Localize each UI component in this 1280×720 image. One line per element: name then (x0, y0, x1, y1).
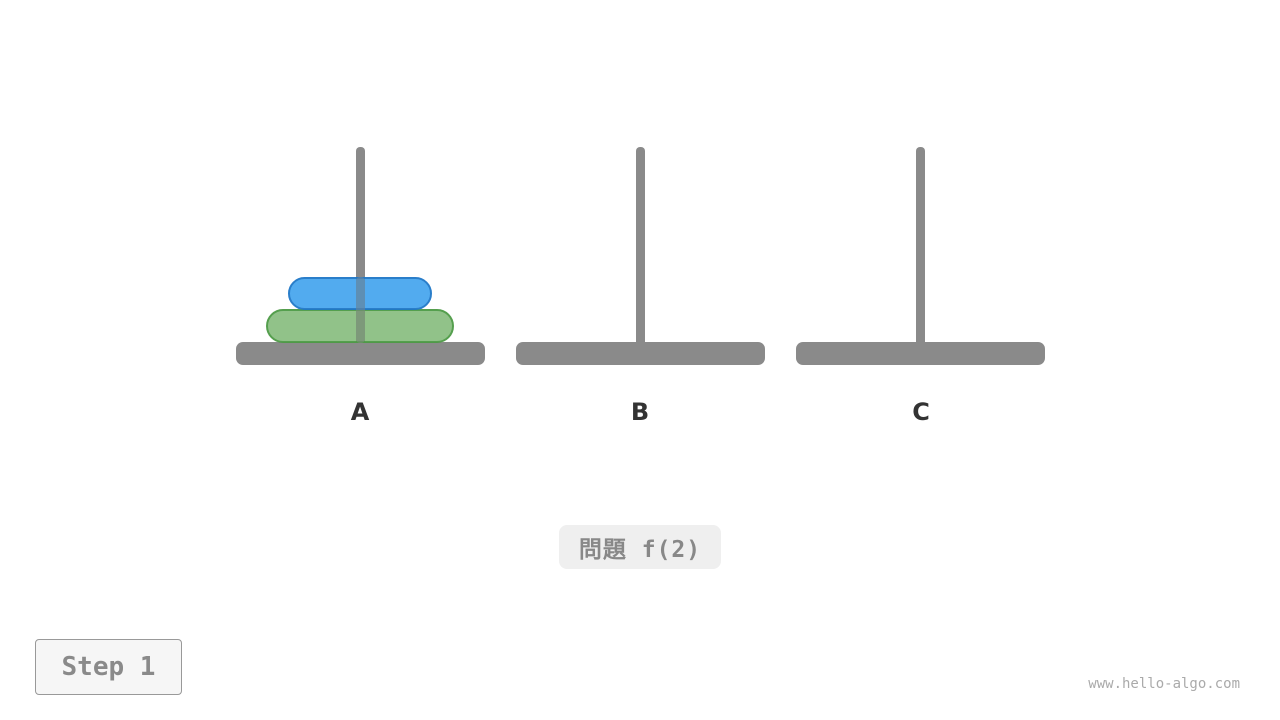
peg-a-label: A (350, 398, 370, 426)
peg-b-label: B (630, 398, 650, 426)
peg-c-label: C (912, 398, 930, 426)
peg-c-rod (916, 147, 925, 352)
peg-a-base (236, 342, 485, 365)
watermark: www.hello-algo.com (1088, 676, 1240, 692)
peg-a-rod-overlay (356, 277, 365, 343)
peg-a-rod (356, 147, 365, 352)
peg-c-base (796, 342, 1045, 365)
step-indicator: Step 1 (35, 639, 182, 695)
problem-caption: 問題 f(2) (559, 525, 721, 569)
peg-b-base (516, 342, 765, 365)
disk-large (266, 309, 454, 343)
peg-b-rod (636, 147, 645, 352)
disk-small (288, 277, 432, 310)
